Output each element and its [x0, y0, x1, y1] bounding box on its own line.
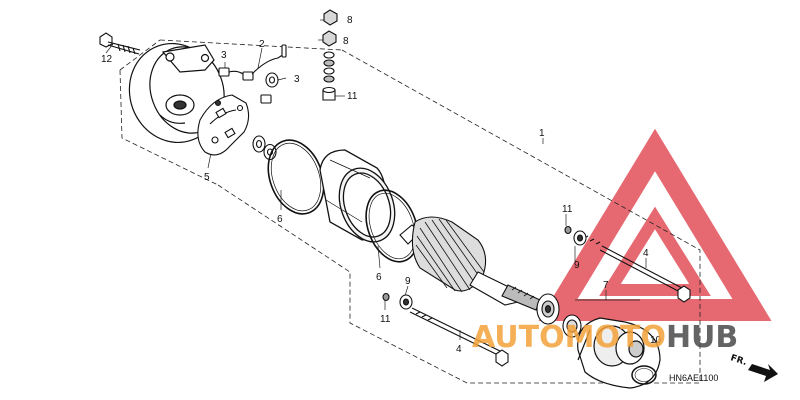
- callout-6a: 6: [277, 214, 283, 225]
- assembly-outline: [119, 39, 701, 384]
- watermark-text: AUTOMOTOHUB: [472, 320, 738, 355]
- svg-text:AUTOMOTOHUB: AUTOMOTOHUB: [472, 320, 738, 355]
- terminal-stack: [322, 9, 338, 101]
- callout-9b: 9: [405, 276, 411, 287]
- brushes: [218, 44, 287, 104]
- watermark-prefix: AUTO: [472, 320, 565, 355]
- direction-label: FR.: [729, 353, 748, 368]
- bearing: [536, 293, 560, 325]
- callout-11a: 11: [347, 91, 358, 102]
- callout-9a: 9: [574, 260, 580, 271]
- watermark-suffix: HUB: [666, 320, 738, 355]
- callout-2: 2: [259, 39, 265, 50]
- callout-11c: 11: [380, 314, 391, 325]
- callout-4b: 4: [456, 344, 462, 355]
- callout-3a: 3: [221, 50, 227, 61]
- oil-seal: [562, 314, 582, 338]
- callout-11b: 11: [562, 204, 573, 215]
- callout-12: 12: [101, 54, 113, 65]
- motor-housing: [319, 149, 396, 243]
- callout-6b: 6: [376, 272, 382, 283]
- callout-7: 7: [603, 280, 609, 291]
- armature: [399, 216, 541, 311]
- o-ring-10: [631, 365, 657, 385]
- callout-labels: 1 2 3 3 4 4 5 6 6 7 8 8 9 9 10 11 11 11 …: [101, 15, 662, 355]
- callout-4a: 4: [643, 248, 649, 259]
- callout-1: 1: [539, 128, 545, 139]
- bolt-12: [99, 32, 141, 55]
- watermark-logo: [538, 128, 772, 321]
- small-washers: [252, 135, 277, 161]
- callout-8a: 8: [347, 15, 353, 26]
- washers-nuts: [382, 225, 587, 310]
- front-cover: [577, 317, 661, 389]
- front-direction-indicator: FR.: [729, 353, 778, 382]
- callout-5: 5: [204, 172, 210, 183]
- callout-3b: 3: [294, 74, 300, 85]
- callout-8b: 8: [343, 36, 349, 47]
- callout-10: 10: [650, 335, 662, 346]
- direction-arrow-icon: [748, 364, 778, 382]
- watermark-middle: MOTO: [565, 320, 666, 355]
- o-ring-lower: [365, 189, 419, 263]
- brush-holder-plate: [197, 94, 250, 156]
- diagram-code: HN6AE1100: [669, 373, 718, 383]
